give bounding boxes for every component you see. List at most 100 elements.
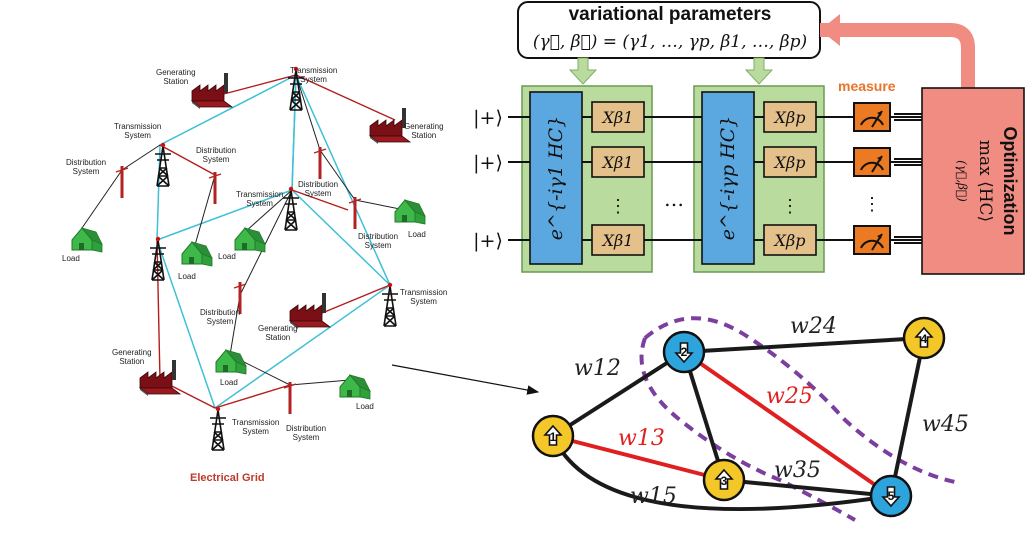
mixer-gate [591,224,645,256]
measure-meter-icon [853,225,891,255]
edge-label: w12 [574,356,621,381]
generating-station-icon [191,72,233,110]
optimization-subscript: (γ⃗,β⃗) [955,160,969,202]
mixer-gate [591,146,645,178]
grid-label: Transmission System [114,122,162,140]
load-house-icon [339,374,371,400]
feedback-arrow [820,23,975,88]
mixer-gate [591,101,645,133]
mapping-arrow [391,364,540,395]
graph-node-3: 3 [702,458,746,502]
param-arrow-p [744,57,774,85]
cut-line [643,316,956,484]
mixer-label: Xβp [773,231,806,250]
mixer-gate [763,224,817,256]
graph-edge-2-4 [683,336,925,354]
electrical-grid [71,66,426,451]
edge-label: w25 [766,384,813,409]
grid-label: Load [356,402,374,411]
node-label: 3 [721,474,728,488]
maxcut-graph: 1 2 3 4 5 [531,316,956,522]
graph-edge-2-5 [682,350,893,498]
grid-label: Distribution System [358,232,399,250]
cost-unitary-1-label: e^{-iγ1 HC} [545,116,567,240]
grid-label: Transmission System [236,190,284,208]
wire-vdots: ⋮ [863,194,881,215]
grid-label: Load [178,272,196,281]
edge-label: w24 [790,314,837,339]
optimization-expression: max ⟨HC⟩ [975,140,995,222]
grid-label: Distribution System [298,180,339,198]
grid-title: Electrical Grid [190,472,265,484]
cost-unitary-p-label: e^{-iγp HC} [717,116,739,241]
ket-plus: |+⟩ [473,152,503,174]
edge-label: w15 [630,484,677,509]
wire-vdots: ⋮ [781,196,799,217]
grid-label: Generating Station [258,324,298,342]
variational-parameters-equation: (γ⃗, β⃗) = (γ1, …, γp, β1, …, βp) [532,32,808,52]
graph-edges [551,336,926,512]
mixer-label: Xβ1 [601,231,634,250]
graph-node-5: 5 [869,474,913,518]
grid-label: Generating Station [156,68,196,86]
mixer-label: Xβ1 [601,108,634,127]
grid-label: Distribution System [66,158,107,176]
load-house-icon [234,227,266,253]
grid-label: Generating Station [112,348,152,366]
mixer-label: Xβp [773,153,806,172]
graph-edge-4-5 [889,337,926,497]
distribution-pole-icon [347,195,363,231]
cost-unitary-p [701,91,755,265]
mixer-gate [763,101,817,133]
graph-edge-3-5 [723,478,892,498]
mixer-label: Xβp [773,108,806,127]
grid-label: Load [62,254,80,263]
grid-label: Transmission System [400,288,448,306]
graph-node-1: 1 [531,414,575,458]
layer-ellipsis: … [664,187,684,211]
mixer-gate [763,146,817,178]
grid-label: Transmission System [290,66,338,84]
node-label: 2 [681,345,688,359]
graph-node-4: 4 [902,316,946,360]
param-arrow-1 [568,57,598,85]
transmission-tower-icon [209,405,227,451]
load-house-icon [181,241,213,267]
measure-meter-icon [853,102,891,132]
load-house-icon [215,349,247,375]
grid-label: Generating Station [404,122,444,140]
edge-label: w13 [618,426,665,451]
grid-label: Load [408,230,426,239]
ket-plus: |+⟩ [473,107,503,129]
wire-vdots: ⋮ [609,196,627,217]
transmission-tower-icon [282,186,300,231]
grid-label: Distribution System [196,146,237,164]
load-house-icon [394,199,426,225]
node-label: 5 [888,489,895,503]
ket-plus: |+⟩ [473,230,503,252]
mixer-label: Xβ1 [601,153,634,172]
distribution-pole-icon [282,380,298,416]
feedback-arrow-head [820,14,840,46]
measure-label: measure [838,78,896,94]
measure-meter-icon [853,147,891,177]
edge-label: w35 [774,458,821,483]
load-house-icon [71,227,103,253]
distribution-pole-icon [312,145,328,181]
graph-edge-1-3 [552,434,725,482]
graph-node-2: 2 [662,330,706,374]
node-label: 4 [921,332,928,346]
grid-label: Distribution System [286,424,327,442]
graph-edge-1-5 [551,435,892,512]
node-label: 1 [550,430,557,444]
graph-edge-2-3 [682,351,726,481]
cost-unitary-1 [529,91,583,265]
edge-label: w45 [922,412,969,437]
graph-edge-1-2 [551,350,686,438]
optimization-title: Optimization [1000,127,1020,236]
grid-label: Distribution System [200,308,241,326]
grid-label: Load [220,378,238,387]
qaoa-circuit: … ⋮ ⋮ ⋮ |+⟩ |+⟩ |+⟩ e^{-iγ1 HC} e^{-iγp … [473,1,1025,275]
grid-label: Transmission System [232,418,280,436]
